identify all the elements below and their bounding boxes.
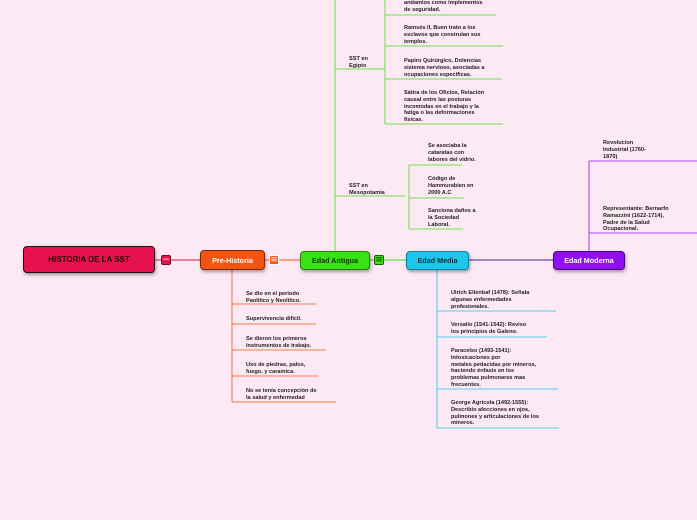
media-item: Ulrich Ellenbaf (1478): Señala algunas e… (451, 290, 530, 310)
root-label: HISTORIA DE LA SST (48, 255, 130, 264)
mesopotamia-item: Se asociaba la cataratas con labores del… (428, 143, 476, 163)
antigua-node[interactable]: Edad Antigua (300, 251, 370, 270)
collapse-minus-icon[interactable]: − (161, 255, 171, 265)
prehistoria-branches (231, 270, 336, 403)
media-item: Paracelso (1493-1541): Intoxicaciones po… (451, 348, 537, 388)
prehistoria-item: Se dieron los primeros instrumentos de t… (246, 336, 312, 349)
moderna-branches (588, 160, 697, 251)
root-node[interactable]: HISTORIA DE LA SST (23, 246, 155, 273)
egipto-item: Ramsés II, Buen trato a los esclavos que… (404, 25, 481, 45)
mesopotamia-label: SST en Mesopotamia (349, 183, 385, 196)
antigua-label: Edad Antigua (311, 256, 359, 265)
antigua-branches (334, 0, 503, 251)
moderna-label: Edad Moderna (564, 256, 614, 265)
collapse-minus-icon[interactable]: ≡ (374, 255, 384, 265)
collapse-minus-icon[interactable]: ≡ (269, 255, 279, 265)
moderna-item: Revolucion Industrial (1760- 1870) (603, 140, 646, 160)
prehistoria-item: Supervivencia dificil. (246, 316, 302, 322)
prehistoria-item: No se tenía concepción de la salud y enf… (246, 388, 317, 401)
mesopotamia-item: Código de Hammurabien en 2000 A.C (428, 176, 474, 196)
moderna-item: Representante: Bernarfo Ramazzini (1622-… (603, 206, 669, 233)
moderna-node[interactable]: Edad Moderna (553, 251, 625, 270)
prehistoria-label: Pre-Historia (212, 255, 253, 265)
media-label: Edad Media (417, 256, 458, 265)
prehistoria-node[interactable]: Pre-Historia (200, 250, 265, 270)
media-item: Versalio (1541-1542): Reviso los princip… (451, 322, 527, 335)
egipto-item: Sátira de los Oficios, Relación causal e… (404, 90, 485, 124)
egipto-label: SST en Egipto (349, 56, 368, 69)
media-item: George Agricola (1492-1555): Describio a… (451, 400, 539, 427)
media-node[interactable]: Edad Media (406, 251, 469, 270)
egipto-item: Papiro Quirúrgico, Dolencias sistema ner… (404, 58, 485, 78)
mesopotamia-item: Sanciona daños a la Sociedad Laboral. (428, 208, 476, 228)
media-branches (436, 270, 559, 429)
prehistoria-item: Se dio en el periodo Paolitico y Neolíti… (246, 291, 301, 304)
egipto-item: andamios como implementos de seguridad. (404, 0, 483, 13)
prehistoria-item: Uso de piedras, palos, fuego, y caramica… (246, 362, 306, 375)
